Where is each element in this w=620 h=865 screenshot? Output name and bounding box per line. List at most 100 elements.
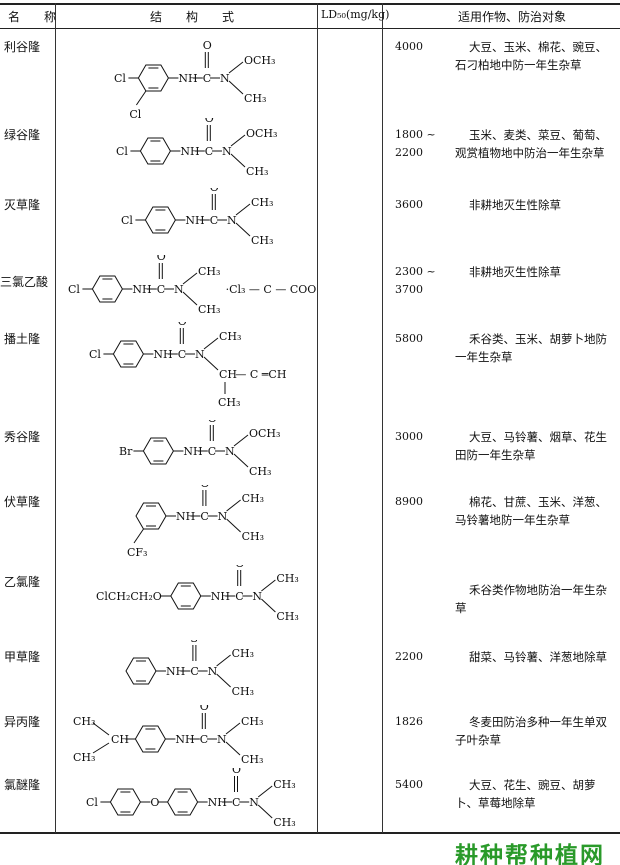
application-description: 甜菜、马铃薯、洋葱地除草 <box>469 650 607 664</box>
bond <box>261 598 276 613</box>
atom-c: C <box>210 214 218 227</box>
bond <box>216 654 231 667</box>
bond <box>182 272 198 285</box>
n-substituent-lower: CH <box>219 368 237 381</box>
table-row: 乙氯隆ClCH₂CH₂ONHCONCH₃CH₃禾谷类作物地防治一年生杂草 <box>0 557 620 640</box>
n-substituent-lower: CH₃ <box>241 753 263 766</box>
bond <box>92 722 110 736</box>
atom-n: N <box>249 796 259 809</box>
bond <box>228 80 244 95</box>
table-row: 灭草隆ClNHCONCH₃CH₃3600非耕地灭生性除草 <box>0 181 620 255</box>
ld50-value: 5400 <box>395 776 423 794</box>
methyl-substituent: CH₃ <box>218 396 240 409</box>
n-substituent-upper: CH₃ <box>232 647 254 660</box>
atom-nh: NH <box>153 348 172 361</box>
n-substituent-upper: CH₃ <box>276 572 298 585</box>
atom-n: N <box>218 510 228 523</box>
bond <box>261 579 276 592</box>
benzene-ring <box>109 788 141 816</box>
atom-cl: Cl <box>121 214 133 227</box>
benzene-ring <box>167 788 199 816</box>
compound-name: 伏草隆 <box>4 495 41 509</box>
atom-nh: NH <box>166 665 185 678</box>
bond <box>230 153 246 168</box>
column-divider <box>55 3 56 833</box>
n-substituent-lower: CH₃ <box>249 465 271 478</box>
application-description: 大豆、马铃薯、烟草、花生田防一年生杂草 <box>455 430 607 462</box>
ld50-value: 3600 <box>395 196 423 214</box>
structure-drawing: CF₃NHCONCH₃CH₃ <box>127 477 264 559</box>
table-bottom-rule <box>0 832 620 834</box>
ld50-value: 3000 <box>395 428 423 446</box>
atom-nh: NH <box>208 796 227 809</box>
compound-name: 灭草隆 <box>4 198 41 212</box>
table-top-rule <box>0 3 620 5</box>
ld50-value: 8900 <box>395 493 423 511</box>
n-substituent-upper: CH₃ <box>241 715 263 728</box>
atom-cl: Cl <box>114 72 126 85</box>
carbonyl-atom: O <box>157 255 166 263</box>
compound-name: 乙氯隆 <box>4 575 41 589</box>
atom-nh: NH <box>180 145 199 158</box>
n-substituent-upper: OCH₃ <box>244 54 275 67</box>
bond <box>257 785 273 798</box>
atom-c: C <box>200 510 208 523</box>
compound-name: 利谷隆 <box>4 40 41 54</box>
atom-n: N <box>217 733 227 746</box>
atom-c: C <box>157 283 165 296</box>
atom-nh: NH <box>211 590 230 603</box>
ld50-line: 2200 <box>395 650 423 663</box>
atom-nh: NH <box>185 214 204 227</box>
bond <box>216 673 231 688</box>
atom-n: N <box>195 348 205 361</box>
bond <box>203 356 219 371</box>
n-substituent-upper: CH₃ <box>242 492 264 505</box>
ld50-line: 4000 <box>395 40 423 53</box>
n-substituent-upper: CH₃ <box>273 778 295 791</box>
carbonyl-atom: O <box>208 420 217 425</box>
n-substituent-lower: CH₃ <box>198 303 220 316</box>
bond <box>257 804 273 819</box>
header-name: 名 称 <box>8 10 57 24</box>
atom-n: N <box>220 72 230 85</box>
atom-n: N <box>252 590 262 603</box>
ld50-line: 1800 ~ <box>395 128 436 141</box>
structure-drawing: NHCSNCH₃CH₃ <box>125 632 254 698</box>
bond <box>133 528 144 544</box>
carbonyl-atom: O <box>232 768 241 776</box>
ld50-line: 2300 ~ <box>395 265 436 278</box>
bond <box>230 134 246 147</box>
atom-n: N <box>227 214 237 227</box>
application-description: 冬麦田防治多种一年生单双子叶杂草 <box>455 715 607 747</box>
ld50-value: 1800 ~2200 <box>395 126 436 162</box>
carbonyl-atom: O <box>178 322 187 328</box>
n-substituent-lower: CH₃ <box>276 610 298 623</box>
ld50-line: 8900 <box>395 495 423 508</box>
atom-br: Br <box>119 445 133 458</box>
n-substituent-lower: CH₃ <box>242 530 264 543</box>
atom-ch: CH <box>111 733 129 746</box>
n-substituent-upper: OCH₃ <box>249 427 280 440</box>
compound-name: 绿谷隆 <box>4 128 41 142</box>
isopropyl-methyl: CH₃ <box>73 751 95 764</box>
application-description: 禾谷类作物地防治一年生杂草 <box>455 583 607 615</box>
atom-c: C <box>205 145 213 158</box>
header-ld50: LD₅₀(mg/kg) <box>321 8 390 21</box>
n-substituent-upper: CH₃ <box>198 265 220 278</box>
n-substituent-lower: CH₃ <box>244 92 266 105</box>
atom-c: C <box>178 348 186 361</box>
n-substituent-upper: CH₃ <box>251 196 273 209</box>
benzene-ring <box>91 275 123 303</box>
compound-name: 秀谷隆 <box>4 430 41 444</box>
application-description: 非耕地灭生性除草 <box>469 265 561 279</box>
bond <box>228 61 244 74</box>
bond <box>203 337 219 350</box>
benzene-ring <box>112 340 144 368</box>
header-use: 适用作物、防治对象 <box>458 10 567 24</box>
atom-cl: Cl <box>68 283 80 296</box>
bond <box>233 434 249 447</box>
